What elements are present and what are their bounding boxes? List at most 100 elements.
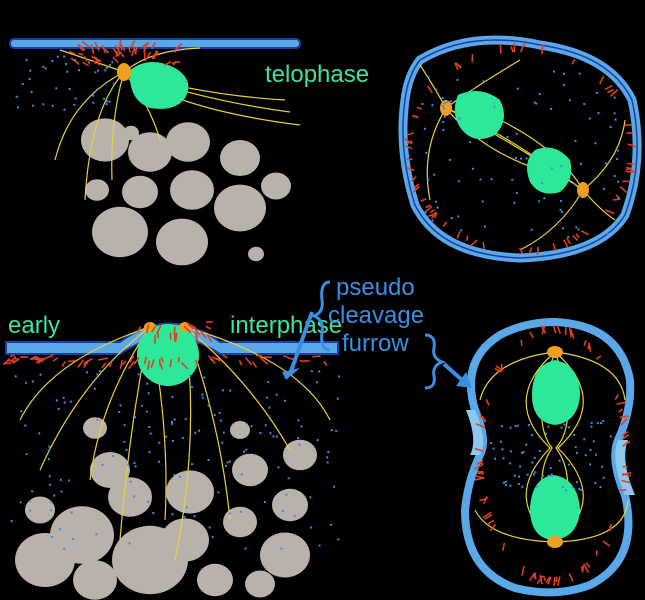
cytoplasmic-particles [10, 55, 620, 550]
microtubule [519, 189, 584, 251]
particle [191, 463, 194, 466]
actin-filament [299, 359, 306, 363]
particle [441, 104, 444, 107]
particle [222, 431, 225, 434]
actin-filament [143, 356, 148, 365]
actin-filament [545, 576, 551, 584]
particle [433, 173, 436, 176]
particle [193, 515, 196, 518]
actin-filament [150, 359, 155, 368]
label-furrow: furrow [342, 330, 409, 357]
particle [479, 178, 482, 181]
particle [197, 429, 200, 432]
particle [596, 91, 599, 94]
actin-filament [583, 339, 587, 347]
particle [547, 425, 550, 428]
particle [181, 437, 184, 440]
particle [493, 105, 496, 108]
centrosome [547, 536, 563, 548]
particle [297, 437, 300, 440]
particle [502, 457, 505, 460]
particle [147, 392, 150, 395]
yolk-platelet [214, 184, 266, 232]
particle [38, 432, 41, 435]
actin-filament [627, 143, 637, 148]
particle [281, 509, 284, 512]
particle [533, 101, 536, 104]
particle [148, 425, 151, 428]
actin-filament [304, 359, 310, 363]
actin-filament [101, 362, 107, 369]
particle [613, 174, 616, 177]
actin-filament [215, 357, 223, 362]
particle [30, 90, 33, 93]
particle [189, 374, 192, 377]
particle [48, 458, 51, 461]
particle [201, 396, 204, 399]
actin-filament [61, 360, 66, 367]
particle [315, 381, 318, 384]
actin-filament [323, 360, 328, 366]
particle [594, 453, 597, 456]
particle [431, 219, 434, 222]
particle [481, 200, 484, 203]
particle [579, 195, 582, 198]
actin-filament [547, 576, 552, 585]
yolk-platelet [166, 122, 210, 162]
particle [268, 406, 271, 409]
particle [436, 206, 439, 209]
particle [531, 461, 534, 464]
particle [24, 424, 27, 427]
actin-filament [133, 356, 140, 365]
particle [573, 433, 576, 436]
particle [550, 167, 553, 170]
actin-filament [77, 359, 85, 368]
particle [113, 82, 116, 85]
particle [56, 55, 59, 58]
actin-filament [81, 61, 90, 67]
actin-filament [474, 447, 484, 452]
actin-filament [533, 572, 537, 579]
actin-filament [77, 43, 86, 52]
particle [550, 474, 553, 477]
particle [574, 446, 577, 449]
particle [613, 112, 616, 115]
particle [96, 373, 99, 376]
actin-filament [74, 60, 80, 66]
actin-filament [433, 212, 438, 219]
particle [583, 438, 586, 441]
actin-filament [222, 354, 228, 359]
actin-filament [420, 198, 427, 202]
particle [125, 448, 128, 451]
particle [589, 448, 592, 451]
particle [509, 462, 512, 465]
particle [326, 456, 329, 459]
particle [16, 106, 19, 109]
particle [519, 157, 522, 160]
particle [20, 410, 23, 413]
particle [500, 440, 502, 443]
telophase-cortex-panel [9, 38, 301, 266]
particle [63, 55, 66, 58]
microtubule [184, 326, 291, 451]
microtubule [554, 351, 626, 401]
particle [446, 100, 449, 103]
actin-filaments [404, 42, 637, 256]
particle [525, 157, 528, 160]
yolk-platelet [283, 439, 317, 471]
actin-filament [68, 50, 76, 55]
actin-filament [143, 49, 146, 59]
actin-filament [604, 84, 613, 91]
yolk-platelet [260, 532, 310, 578]
yolk-platelet [81, 118, 129, 162]
particle [63, 108, 66, 111]
interphase-cortex-panel [2, 320, 339, 600]
particle [423, 127, 426, 130]
actin-filament [482, 495, 488, 504]
actin-filament [104, 48, 110, 54]
actin-filament [619, 185, 628, 194]
particle [541, 182, 544, 185]
particle [536, 485, 539, 488]
actin-filament [595, 355, 602, 360]
particle [123, 440, 126, 443]
